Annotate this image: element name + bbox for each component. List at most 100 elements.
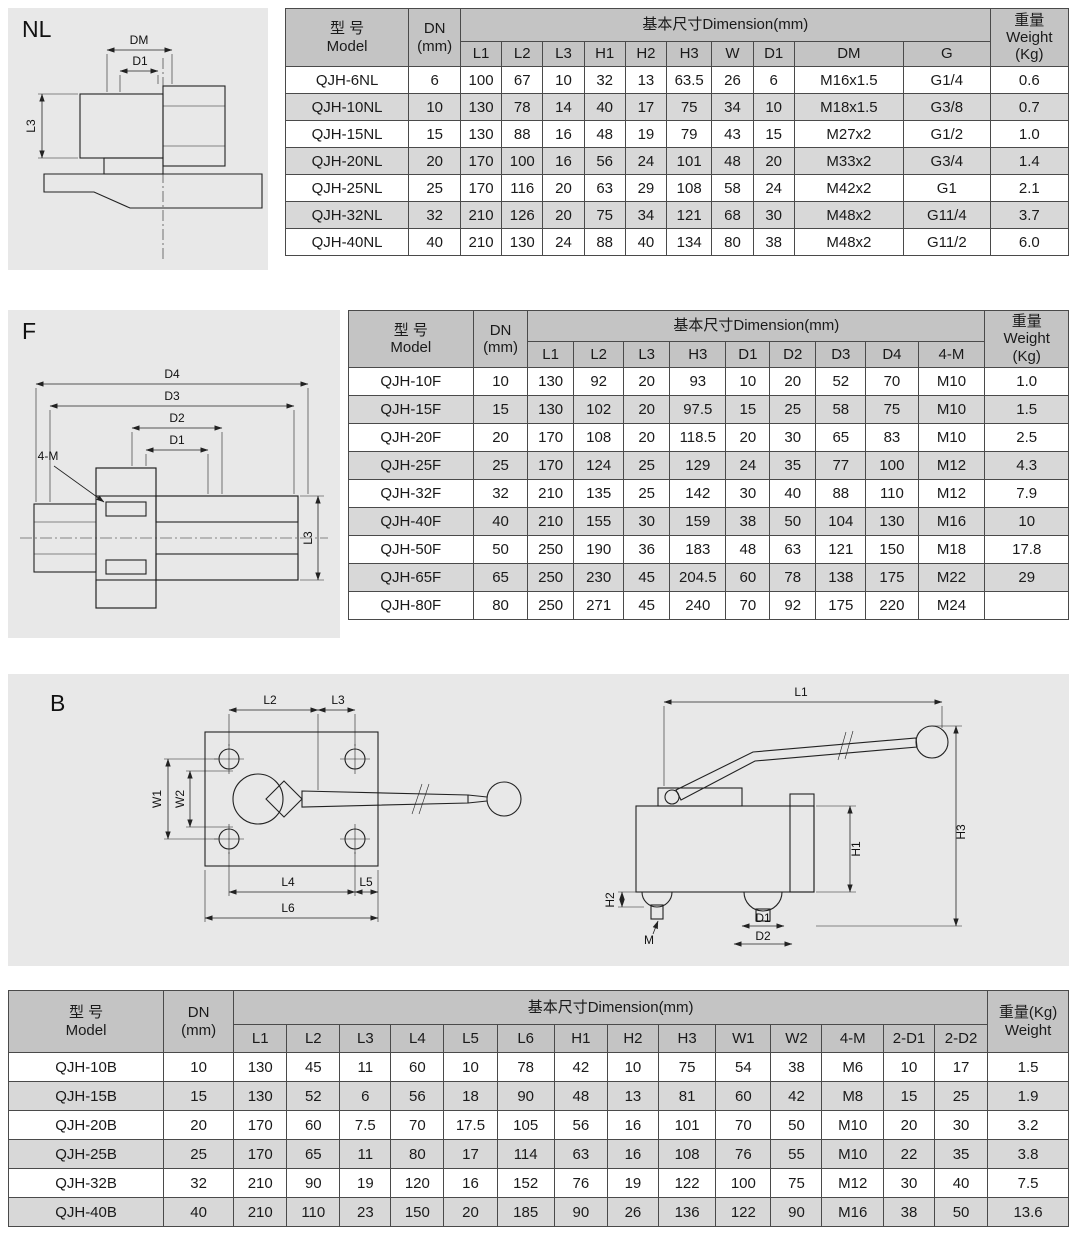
value-cell: 20 (725, 423, 771, 452)
dim-column-header: D4 (865, 341, 919, 368)
value-cell: 170 (459, 174, 503, 202)
dim-column-header: L5 (443, 1024, 498, 1053)
b-left-dimension-l2: L2 (228, 693, 319, 790)
f-dimension-d3: D3 (49, 389, 295, 502)
value-cell: 110 (286, 1197, 341, 1227)
value-cell: M12 (917, 479, 986, 508)
value-cell: 50 (770, 1110, 823, 1140)
f-section-label: F (22, 318, 37, 344)
value-cell: 67 (501, 66, 544, 94)
value-cell: M10 (917, 367, 986, 396)
value-cell: 56 (583, 147, 626, 175)
value-cell: 52 (286, 1081, 341, 1111)
dim-column-header: D2 (769, 341, 817, 368)
value-cell: 79 (666, 120, 713, 148)
b-right-dimension-d2: D2 (733, 929, 793, 947)
value-cell: 50 (472, 535, 529, 564)
dim-column-header: H2 (606, 1024, 659, 1053)
model-cell: QJH-10B (7, 1052, 165, 1082)
value-cell: 60 (715, 1081, 772, 1111)
value-cell: 29 (624, 174, 668, 202)
value-cell: 20 (883, 1110, 935, 1140)
value-cell: 175 (865, 563, 919, 592)
value-cell: 0.6 (989, 66, 1070, 94)
model-cell: QJH-32B (7, 1168, 165, 1198)
nl-section: NL (8, 8, 1070, 270)
model-cell: QJH-15F (347, 395, 474, 424)
value-cell: 10 (984, 507, 1069, 536)
value-cell: M16 (917, 507, 986, 536)
dim-column-header: DM (793, 41, 905, 67)
value-cell: 136 (657, 1197, 717, 1227)
value-cell: 19 (606, 1168, 659, 1198)
value-cell: 10 (408, 93, 461, 121)
value-cell: M8 (821, 1081, 885, 1111)
value-cell: 2.1 (989, 174, 1070, 202)
value-cell: 100 (865, 451, 919, 480)
value-cell: 81 (657, 1081, 717, 1111)
value-cell: 34 (624, 201, 668, 229)
value-cell: 88 (583, 228, 626, 256)
value-cell: 50 (769, 507, 817, 536)
value-cell: 24 (752, 174, 795, 202)
b-dim-label-l4: L4 (281, 875, 295, 889)
value-cell: 10 (883, 1052, 935, 1082)
value-cell: 55 (770, 1139, 823, 1169)
value-cell: 134 (666, 228, 713, 256)
dim-column-header: H2 (624, 41, 668, 67)
value-cell: M42x2 (793, 174, 905, 202)
b-dim-label-w2: W2 (173, 790, 187, 808)
value-cell: M12 (917, 451, 986, 480)
value-cell: 38 (725, 507, 771, 536)
value-cell: 60 (725, 563, 771, 592)
value-cell: 32 (408, 201, 461, 229)
f-spec-table: 型 号 Model DN (mm) 基本尺寸Dimension(mm) 重量 W… (347, 310, 1069, 620)
value-cell: M27x2 (793, 120, 905, 148)
value-cell: 60 (390, 1052, 445, 1082)
value-cell: 45 (623, 591, 671, 620)
value-cell: 92 (573, 367, 625, 396)
model-cell: QJH-40F (347, 507, 474, 536)
f-body-outline (33, 467, 299, 609)
dim-column-header: L1 (527, 341, 575, 368)
dimension-header: 基本尺寸Dimension(mm) (459, 8, 991, 42)
model-cell: QJH-20NL (284, 147, 410, 175)
nl-dim-label-dm: DM (130, 33, 149, 47)
value-cell: 90 (770, 1197, 823, 1227)
value-cell: 210 (233, 1197, 288, 1227)
model-cell: QJH-50F (347, 535, 474, 564)
value-cell: 25 (472, 451, 529, 480)
dim-column-header: L4 (390, 1024, 445, 1053)
f-section: F (8, 310, 1069, 638)
dim-column-header: 2-D2 (933, 1024, 989, 1053)
value-cell: 65 (286, 1139, 341, 1169)
nl-spec-table: 型 号 Model DN (mm) 基本尺寸Dimension(mm) 重量 W… (284, 8, 1070, 256)
value-cell: 32 (472, 479, 529, 508)
b-dim-label-l3: L3 (331, 693, 345, 707)
value-cell: 40 (472, 507, 529, 536)
f-dimension-d4: D4 (35, 367, 309, 502)
model-cell: QJH-10NL (284, 93, 410, 121)
dim-column-header: W (711, 41, 754, 67)
value-cell: 42 (553, 1052, 608, 1082)
value-cell: 40 (583, 93, 626, 121)
weight-header: 重量 Weight (Kg) (984, 310, 1069, 368)
value-cell: 15 (752, 120, 795, 148)
value-cell (984, 591, 1069, 620)
value-cell: 75 (865, 395, 919, 424)
f-dim-label-d3: D3 (164, 389, 180, 403)
value-cell: M6 (821, 1052, 885, 1082)
value-cell: 75 (770, 1168, 823, 1198)
value-cell: 120 (390, 1168, 445, 1198)
dim-column-header: H3 (669, 341, 727, 368)
